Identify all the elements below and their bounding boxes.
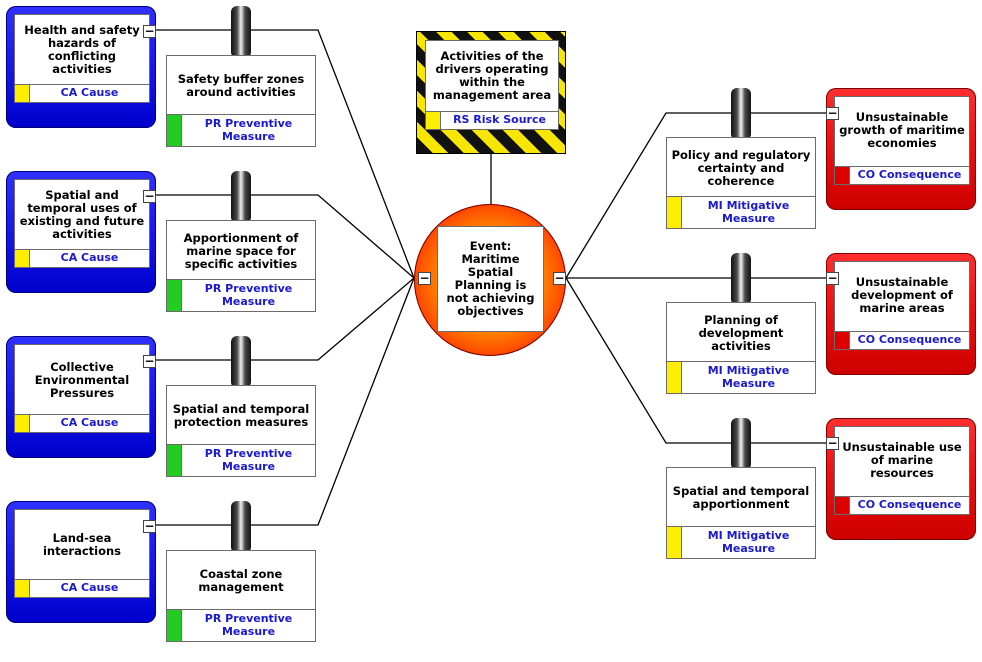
cause-swatch — [15, 415, 30, 432]
consequence-tag: CO Consequence — [857, 498, 962, 511]
consequence-swatch — [835, 497, 850, 514]
collapse-button[interactable]: − — [553, 271, 566, 285]
barrier-title: Spatial and temporal protection measures — [172, 402, 310, 429]
barrier-cylinder — [231, 336, 251, 388]
barrier-tag: PR Preventive Measure — [204, 117, 293, 143]
barrier-title: Spatial and temporal apportionment — [672, 484, 810, 511]
barrier-title: Coastal zone management — [198, 567, 284, 594]
barrier-tag: PR Preventive Measure — [204, 282, 293, 308]
barrier-tag: MI Mitigative Measure — [707, 199, 790, 225]
consequence-tag: CO Consequence — [857, 333, 962, 346]
cause-swatch — [15, 580, 30, 597]
mitigative-swatch — [667, 527, 682, 558]
consequence-swatch — [835, 167, 850, 184]
preventive-swatch — [167, 445, 182, 476]
barrier-cylinder — [231, 171, 251, 223]
preventive-swatch — [167, 115, 182, 146]
mitigative-barrier-2[interactable]: Planning of development activities MI Mi… — [666, 302, 816, 394]
risk-source-swatch — [426, 112, 441, 129]
cause-box-3[interactable]: Collective Environmental Pressures CA Ca… — [6, 336, 156, 458]
collapse-button[interactable]: − — [143, 24, 156, 38]
cause-box-2[interactable]: Spatial and temporal uses of existing an… — [6, 171, 156, 293]
cause-title: Land-sea interactions — [42, 531, 122, 558]
barrier-cylinder — [231, 501, 251, 553]
cause-title: Health and safety hazards of conflicting… — [24, 23, 140, 76]
mitigative-swatch — [667, 197, 682, 228]
mitigative-barrier-1[interactable]: Policy and regulatory certainty and cohe… — [666, 137, 816, 229]
consequence-box-1[interactable]: Unsustainable growth of maritime economi… — [826, 88, 976, 210]
cause-tag: CA Cause — [60, 251, 119, 264]
preventive-swatch — [167, 280, 182, 311]
collapse-button[interactable]: − — [418, 271, 431, 285]
barrier-cylinder — [731, 418, 751, 470]
cause-tag: CA Cause — [60, 581, 119, 594]
cause-tag: CA Cause — [60, 416, 119, 429]
risk-source-tag: RS Risk Source — [453, 113, 546, 126]
risk-source-box[interactable]: Activities of the drivers operating with… — [416, 31, 566, 154]
consequence-title: Unsustainable growth of maritime economi… — [839, 109, 965, 150]
consequence-box-2[interactable]: Unsustainable development of marine area… — [826, 253, 976, 375]
barrier-title: Apportionment of marine space for specif… — [183, 230, 299, 271]
cause-box-4[interactable]: Land-sea interactions CA Cause — [6, 501, 156, 623]
cause-swatch — [15, 250, 30, 267]
preventive-barrier-4[interactable]: Coastal zone management PR Preventive Me… — [166, 550, 316, 642]
barrier-cylinder — [731, 88, 751, 140]
consequence-title: Unsustainable development of marine area… — [851, 274, 953, 315]
barrier-tag: PR Preventive Measure — [204, 612, 293, 638]
consequence-tag: CO Consequence — [857, 168, 962, 181]
barrier-tag: MI Mitigative Measure — [707, 529, 790, 555]
barrier-title: Safety buffer zones around activities — [177, 72, 305, 99]
collapse-button[interactable]: − — [143, 189, 156, 203]
consequence-title: Unsustainable use of marine resources — [842, 439, 962, 480]
cause-swatch — [15, 85, 30, 102]
collapse-button[interactable]: − — [826, 106, 839, 120]
collapse-button[interactable]: − — [826, 436, 839, 450]
event-title[interactable]: Event: Maritime Spatial Planning is not … — [437, 226, 544, 332]
consequence-box-3[interactable]: Unsustainable use of marine resources CO… — [826, 418, 976, 540]
preventive-swatch — [167, 610, 182, 641]
collapse-button[interactable]: − — [143, 354, 156, 368]
consequence-swatch — [835, 332, 850, 349]
barrier-tag: PR Preventive Measure — [204, 447, 293, 473]
preventive-barrier-1[interactable]: Safety buffer zones around activities PR… — [166, 55, 316, 147]
preventive-barrier-3[interactable]: Spatial and temporal protection measures… — [166, 385, 316, 477]
collapse-button[interactable]: − — [143, 519, 156, 533]
risk-source-title: Activities of the drivers operating with… — [432, 49, 552, 102]
cause-title: Collective Environmental Pressures — [34, 359, 130, 400]
barrier-title: Planning of development activities — [698, 312, 784, 353]
mitigative-barrier-3[interactable]: Spatial and temporal apportionment MI Mi… — [666, 467, 816, 559]
barrier-cylinder — [231, 6, 251, 58]
barrier-title: Policy and regulatory certainty and cohe… — [671, 147, 811, 188]
cause-box-1[interactable]: Health and safety hazards of conflicting… — [6, 6, 156, 128]
preventive-barrier-2[interactable]: Apportionment of marine space for specif… — [166, 220, 316, 312]
collapse-button[interactable]: − — [826, 271, 839, 285]
cause-tag: CA Cause — [60, 86, 119, 99]
barrier-cylinder — [731, 253, 751, 305]
mitigative-swatch — [667, 362, 682, 393]
barrier-tag: MI Mitigative Measure — [707, 364, 790, 390]
cause-title: Spatial and temporal uses of existing an… — [19, 188, 145, 241]
